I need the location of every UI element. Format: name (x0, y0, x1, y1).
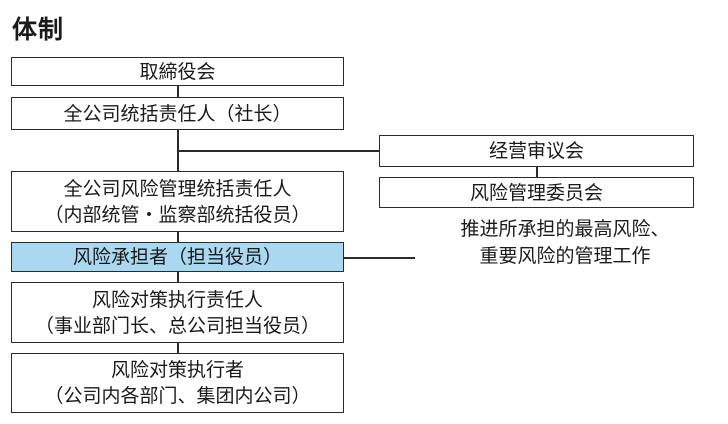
page-title: 体制 (12, 15, 65, 44)
connector-line (177, 271, 179, 283)
company-manager-box: 全公司统括责任人（社长） (11, 97, 344, 130)
countermeasure-manager-box: 风险对策执行责任人 （事业部门长、总公司担当役员） (11, 282, 344, 343)
management-council-label: 经营审议会 (488, 140, 584, 162)
connector-line (177, 231, 179, 243)
risk-owner-note: 推进所承担的最高风险、 重要风险的管理工作 (420, 216, 710, 270)
management-council-box: 经营审议会 (379, 135, 694, 167)
connector-line (177, 342, 179, 354)
board-label: 取締役会 (139, 60, 216, 83)
countermeasure-executor-line2: （公司内各部门、集团内公司） (44, 385, 311, 407)
risk-overall-manager-line1: 全公司风险管理统括责任人 (63, 177, 292, 200)
risk-overall-manager-line2: （内部统管・监察部统括役员） (44, 203, 311, 226)
countermeasure-manager-line1: 风险对策执行责任人 (91, 288, 263, 311)
note-line2: 重要风险的管理工作 (479, 245, 651, 267)
connector-line (177, 150, 379, 152)
countermeasure-executor-box: 风险对策执行者 （公司内各部门、集团内公司） (11, 353, 344, 413)
risk-committee-label: 风险管理委员会 (469, 181, 603, 204)
countermeasure-manager-line2: （事业部门长、总公司担当役员） (34, 314, 320, 337)
risk-committee-box: 风险管理委员会 (379, 177, 694, 208)
note-line1: 推进所承担的最高风险、 (460, 218, 670, 240)
risk-overall-manager-box: 全公司风险管理统括责任人 （内部统管・监察部统括役员） (11, 171, 344, 232)
risk-owner-box: 风险承担者（担当役员） (11, 242, 344, 272)
connector-line (536, 166, 538, 178)
countermeasure-executor-line1: 风险对策执行者 (110, 359, 244, 381)
board-of-directors-box: 取締役会 (11, 57, 344, 86)
company-manager-label: 全公司统括责任人（社长） (63, 102, 292, 125)
connector-line (343, 257, 415, 259)
connector-line (177, 84, 179, 98)
risk-owner-label: 风险承担者（担当役员） (72, 246, 282, 268)
